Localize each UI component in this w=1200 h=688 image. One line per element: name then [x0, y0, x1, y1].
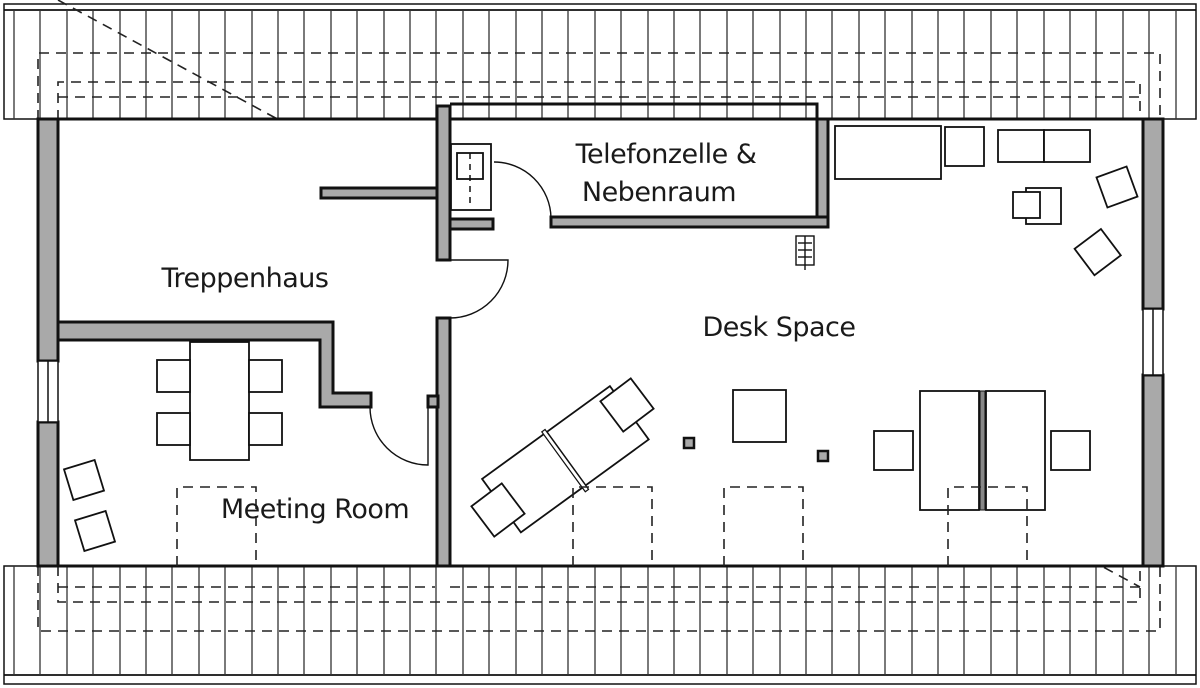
desk-chair	[873, 430, 914, 471]
stool-small	[1012, 191, 1041, 219]
side-table	[944, 126, 985, 167]
column	[682, 436, 696, 450]
wall-stair-stub	[319, 186, 439, 200]
skylight-desk-1	[572, 486, 653, 566]
chair	[156, 359, 191, 393]
skylight-desk-2	[723, 486, 804, 566]
walls	[36, 102, 1165, 568]
window-left	[37, 360, 59, 423]
desk-chair	[1050, 430, 1091, 471]
chair	[248, 359, 283, 393]
wall-left-upper	[36, 117, 60, 363]
sofa	[834, 125, 942, 180]
desk-chair	[470, 482, 526, 538]
room-label-desk-space: Desk Space	[703, 312, 856, 343]
meeting-table	[189, 341, 250, 461]
room-label-telefonzelle-line2: Nebenraum	[582, 177, 736, 208]
wall-right-upper	[1141, 117, 1165, 311]
room-label-treppenhaus: Treppenhaus	[161, 263, 329, 294]
cabinet-right	[1043, 129, 1091, 163]
room-label-meeting-room: Meeting Room	[221, 494, 409, 525]
square-table	[732, 389, 787, 443]
desk-chair	[599, 377, 655, 433]
wall-center-lower	[435, 316, 452, 568]
lounge-chair	[62, 458, 106, 502]
furniture-meeting	[62, 341, 283, 566]
door-meeting-room	[369, 406, 429, 466]
desk-divider	[979, 390, 986, 511]
wall-center-upper	[435, 104, 452, 262]
lounge-chair	[73, 509, 117, 553]
armchair-1	[1095, 165, 1139, 209]
doors	[369, 161, 552, 466]
chair	[248, 412, 283, 446]
skylight-desk-3	[947, 486, 1028, 566]
roof-top	[3, 3, 1197, 120]
room-label-telefonzelle-line1: Telefonzelle &	[575, 139, 757, 170]
wall-left-lower	[36, 420, 60, 568]
window-right	[1142, 308, 1164, 376]
wall-phone-bottom	[549, 215, 830, 229]
wall-phone-right	[815, 117, 830, 229]
furniture-lounge	[834, 125, 1139, 277]
wall-phone-bottom-left	[448, 217, 495, 231]
wall-stair-meeting	[56, 320, 373, 409]
cabinet-left	[997, 129, 1045, 163]
door-phone-booth	[493, 161, 552, 219]
wall-right-lower	[1141, 373, 1165, 568]
radiator-icon	[795, 235, 815, 270]
chair	[156, 412, 191, 446]
wall-door-jamb	[426, 394, 440, 409]
column	[816, 449, 830, 463]
desk	[919, 390, 980, 511]
furniture-desks	[470, 377, 1091, 566]
door-stair-desk	[449, 259, 509, 319]
desk	[985, 390, 1046, 511]
skylight-meeting	[176, 486, 257, 566]
armchair-2	[1073, 227, 1123, 277]
sink-icon	[450, 143, 492, 211]
